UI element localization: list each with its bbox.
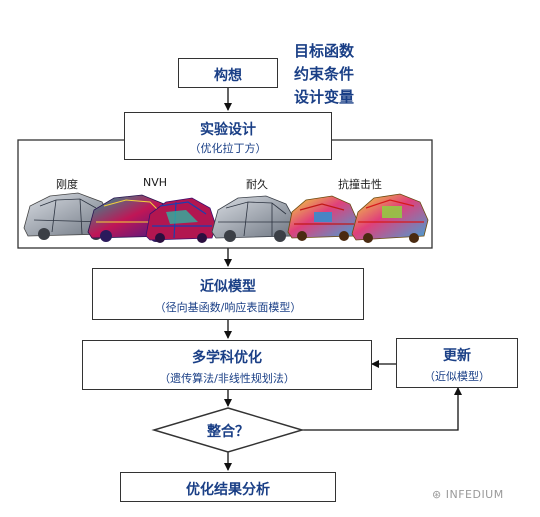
concept-box: 构想 <box>178 58 278 88</box>
mdo-subtitle: （遗传算法/非线性规划法） <box>159 372 295 385</box>
decision-label: 整合？ <box>207 424 249 440</box>
side-label-objective: 目标函数 <box>294 42 355 60</box>
arrow-decision-to-update <box>302 387 462 431</box>
watermark-text: INFEDIUM <box>445 488 504 501</box>
connector-lines <box>224 88 462 471</box>
side-label-variables: 设计变量 <box>294 88 355 106</box>
approx-subtitle: （径向基函数/响应表面模型） <box>154 301 302 314</box>
mdo-box: 多学科优化 （遗传算法/非线性规划法） <box>82 340 372 390</box>
update-title: 更新 <box>443 348 471 364</box>
discipline-label-crashworthiness: 抗撞击性 <box>338 178 382 191</box>
watermark-icon: ⊛ <box>432 488 442 501</box>
decision-diamond <box>151 407 305 453</box>
result-box: 优化结果分析 <box>120 472 336 502</box>
doe-title: 实验设计 <box>200 122 256 138</box>
approx-title: 近似模型 <box>200 279 256 295</box>
car-model-nvh-2 <box>145 197 217 243</box>
doe-box: 实验设计 （优化拉丁方） <box>124 112 332 160</box>
side-labels: 目标函数 约束条件 设计变量 <box>294 40 354 109</box>
update-subtitle: （近似模型） <box>424 370 490 383</box>
car-model-crash-2 <box>351 193 429 243</box>
concept-title: 构想 <box>214 68 242 84</box>
result-title: 优化结果分析 <box>186 482 270 498</box>
update-box: 更新 （近似模型） <box>396 338 518 388</box>
car-model-crash-1 <box>287 195 359 241</box>
watermark: ⊛ INFEDIUM <box>432 488 504 501</box>
discipline-label-nvh: NVH <box>142 176 168 189</box>
car-model-durability <box>211 195 297 242</box>
side-label-constraints: 约束条件 <box>294 65 355 83</box>
mdo-title: 多学科优化 <box>192 350 262 366</box>
doe-subtitle: （优化拉丁方） <box>189 142 267 155</box>
discipline-label-durability: 耐久 <box>246 178 268 191</box>
approx-model-box: 近似模型 （径向基函数/响应表面模型） <box>92 268 364 320</box>
discipline-label-stiffness: 刚度 <box>56 178 78 191</box>
